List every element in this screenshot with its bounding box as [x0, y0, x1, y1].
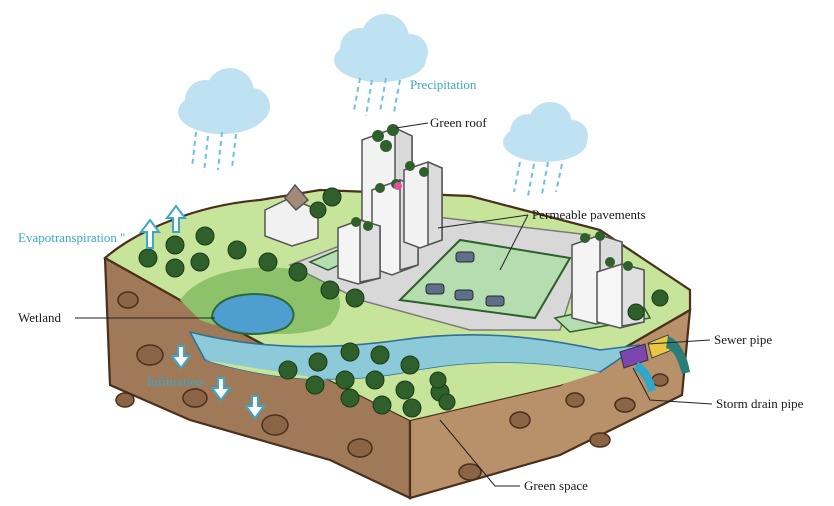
green-space-label: Green space [524, 478, 588, 493]
green-roof-plants [351, 124, 633, 271]
cloud-left [178, 68, 270, 134]
permeable-pavements-label: Permeable pavements [532, 207, 646, 222]
cloud-top [334, 14, 428, 82]
rain-left-icon [191, 131, 237, 173]
green-roof-label: Green roof [430, 115, 487, 130]
sewer-pipe-label: Sewer pipe [714, 332, 772, 347]
evapotranspiration-label: Evapotranspiration " [18, 230, 125, 245]
trees [138, 187, 669, 418]
storm-drain-pipe-icon [619, 343, 656, 392]
rain-top-icon [353, 77, 401, 117]
cars [425, 251, 505, 307]
infiltration-label: Infiltration [147, 374, 204, 389]
precipitation-label: Precipitation [410, 77, 477, 92]
sewer-pipe-icon [647, 334, 690, 374]
storm-drain-pipe-label: Storm drain pipe [716, 396, 804, 411]
wetland-label: Wetland [18, 310, 61, 325]
wetland-pond [210, 293, 295, 335]
evapotranspiration-arrows-icon [139, 204, 187, 249]
leader-lines [75, 122, 713, 487]
infiltration-arrows-icon [170, 345, 266, 420]
cloud-right [503, 102, 588, 162]
buildings [264, 126, 645, 329]
rain-right-icon [513, 161, 563, 197]
